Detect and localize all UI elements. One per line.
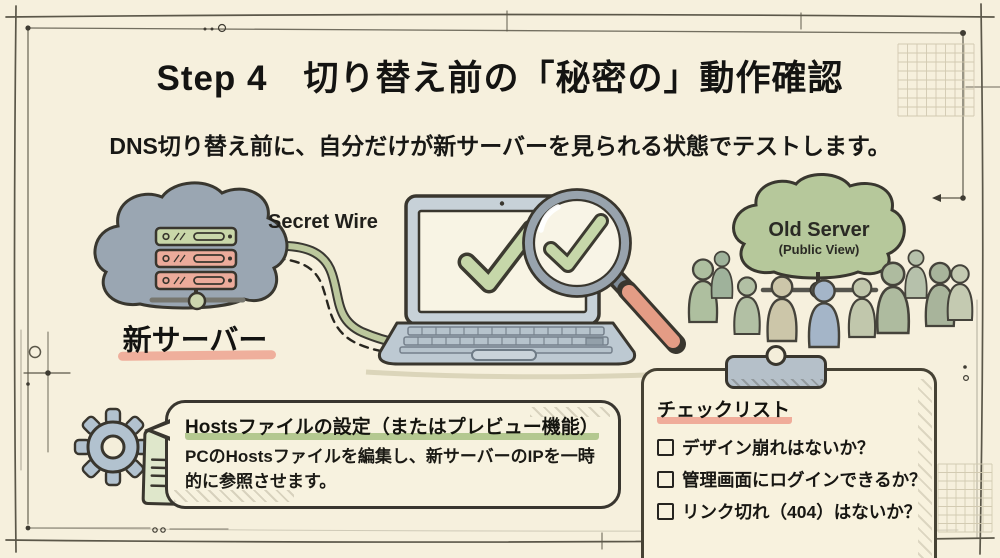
checklist-item: 管理画面にログインできるか？ <box>657 463 927 495</box>
clipboard-clip-icon <box>725 345 827 389</box>
secret-wire-label: Secret Wire <box>268 211 378 233</box>
checkbox-icon <box>657 502 674 520</box>
magnifier-icon <box>522 188 686 354</box>
old-server-caption: (Public View) <box>778 242 860 257</box>
webcam-icon <box>499 201 505 206</box>
network-node-icon <box>149 291 246 311</box>
checklist-item: リンク切れ（404）はないか？ <box>657 495 922 527</box>
magnified-checkmark-icon <box>543 213 609 273</box>
magnifier-handle <box>622 285 680 348</box>
new-server-cloud-icon <box>93 181 289 311</box>
laptop-icon <box>377 194 637 366</box>
checklist-item-label: リンク切れ（404）はないか？ <box>682 501 922 522</box>
hosts-bubble-body: PCのHostsファイルを編集し、新サーバーのIPを一時的に参照させます。 <box>185 447 595 491</box>
laptop-base <box>377 321 637 366</box>
grid-sketch-bottom-right <box>937 463 993 533</box>
checklist-item-label: デザイン崩れはないか？ <box>682 437 875 458</box>
checklist-item: デザイン崩れはないか？ <box>657 431 922 463</box>
clip-hole-icon <box>765 345 787 366</box>
gear-icon <box>73 407 153 487</box>
checklist-item-label: 管理画面にログインできるか？ <box>682 469 927 490</box>
old-server-label: Old Server (Public View) <box>750 220 888 257</box>
network-node-icon <box>760 272 879 299</box>
keyboard-icon <box>399 326 613 354</box>
cable-line <box>260 240 403 355</box>
server-stack-icon <box>154 226 238 298</box>
old-server-name: Old Server <box>768 219 870 241</box>
checkbox-icon <box>657 470 674 488</box>
lens-gleam <box>538 204 561 233</box>
cable-dashed-line <box>260 255 394 355</box>
page-subtitle: DNS切り替え前に、自分だけが新サーバーを見られる状態でテストします。 <box>109 133 891 159</box>
checkbox-icon <box>657 438 674 456</box>
touchpad-icon <box>471 349 537 361</box>
checklist-clipboard: チェックリスト デザイン崩れはないか？ 管理画面にログインできるか？ リンク切れ… <box>641 368 937 558</box>
new-server-label: 新サーバー <box>122 325 268 357</box>
crowd-icon <box>687 249 974 349</box>
hosts-bubble-title: Hostsファイルの設定（またはプレビュー機能） <box>185 417 599 440</box>
page-title: Step 4 切り替え前の「秘密の」動作確認 <box>156 59 844 98</box>
checkmark-icon <box>457 219 541 294</box>
hosts-bubble: Hostsファイルの設定（またはプレビュー機能） PCのHostsファイルを編集… <box>144 400 621 510</box>
checklist-title: チェックリスト <box>657 395 793 424</box>
